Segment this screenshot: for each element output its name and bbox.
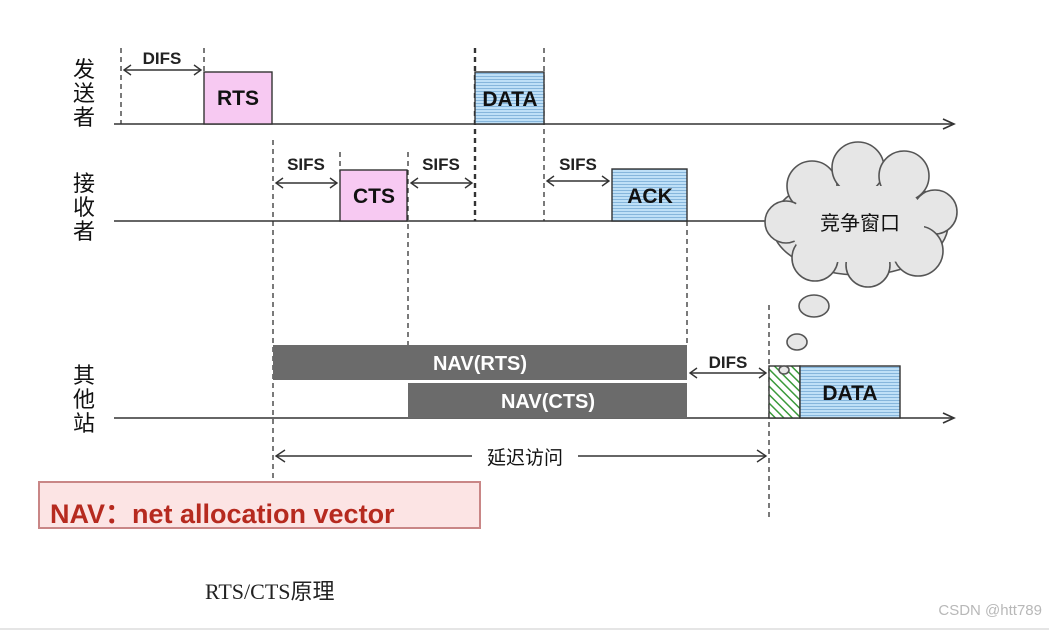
sifs-label-3: SIFS bbox=[559, 155, 597, 174]
interval-arrows bbox=[122, 64, 768, 463]
difs-other-label: DIFS bbox=[709, 353, 748, 372]
nav-rts-label: NAV(RTS) bbox=[433, 353, 527, 375]
row-label-sender: 发送者 bbox=[72, 58, 95, 131]
watermark: CSDN @htt789 bbox=[938, 602, 1042, 619]
data-sender-label: DATA bbox=[482, 88, 537, 111]
rts-label: RTS bbox=[217, 87, 259, 110]
difs-sender-label: DIFS bbox=[143, 49, 182, 68]
nav-rts-bar bbox=[273, 345, 687, 380]
ack-label: ACK bbox=[627, 185, 673, 208]
sifs-label-1: SIFS bbox=[287, 155, 325, 174]
data-frame-other bbox=[799, 365, 901, 419]
rts-frame bbox=[203, 71, 273, 125]
nav-cts-bar bbox=[408, 383, 687, 418]
nav-definition-note: NAV：net allocation vector bbox=[38, 481, 481, 529]
data-frame-sender bbox=[474, 71, 545, 125]
cts-frame bbox=[339, 169, 408, 222]
figure-caption: RTS/CTS原理 bbox=[205, 579, 335, 604]
sifs-label-2: SIFS bbox=[422, 155, 460, 174]
contention-window-label: 竞争窗口 bbox=[820, 211, 900, 235]
nav-definition-text: NAV：net allocation vector bbox=[50, 499, 395, 529]
thought-bubbles bbox=[778, 294, 830, 375]
deferred-access-label: 延迟访问 bbox=[487, 447, 563, 469]
bottom-divider bbox=[0, 628, 1049, 630]
data-other-label: DATA bbox=[822, 382, 877, 405]
nav-cts-label: NAV(CTS) bbox=[501, 391, 595, 413]
cts-label: CTS bbox=[353, 185, 395, 208]
row-label-receiver: 接收者 bbox=[72, 172, 95, 245]
ack-frame bbox=[611, 168, 688, 222]
row-label-others: 其他站 bbox=[72, 364, 95, 437]
